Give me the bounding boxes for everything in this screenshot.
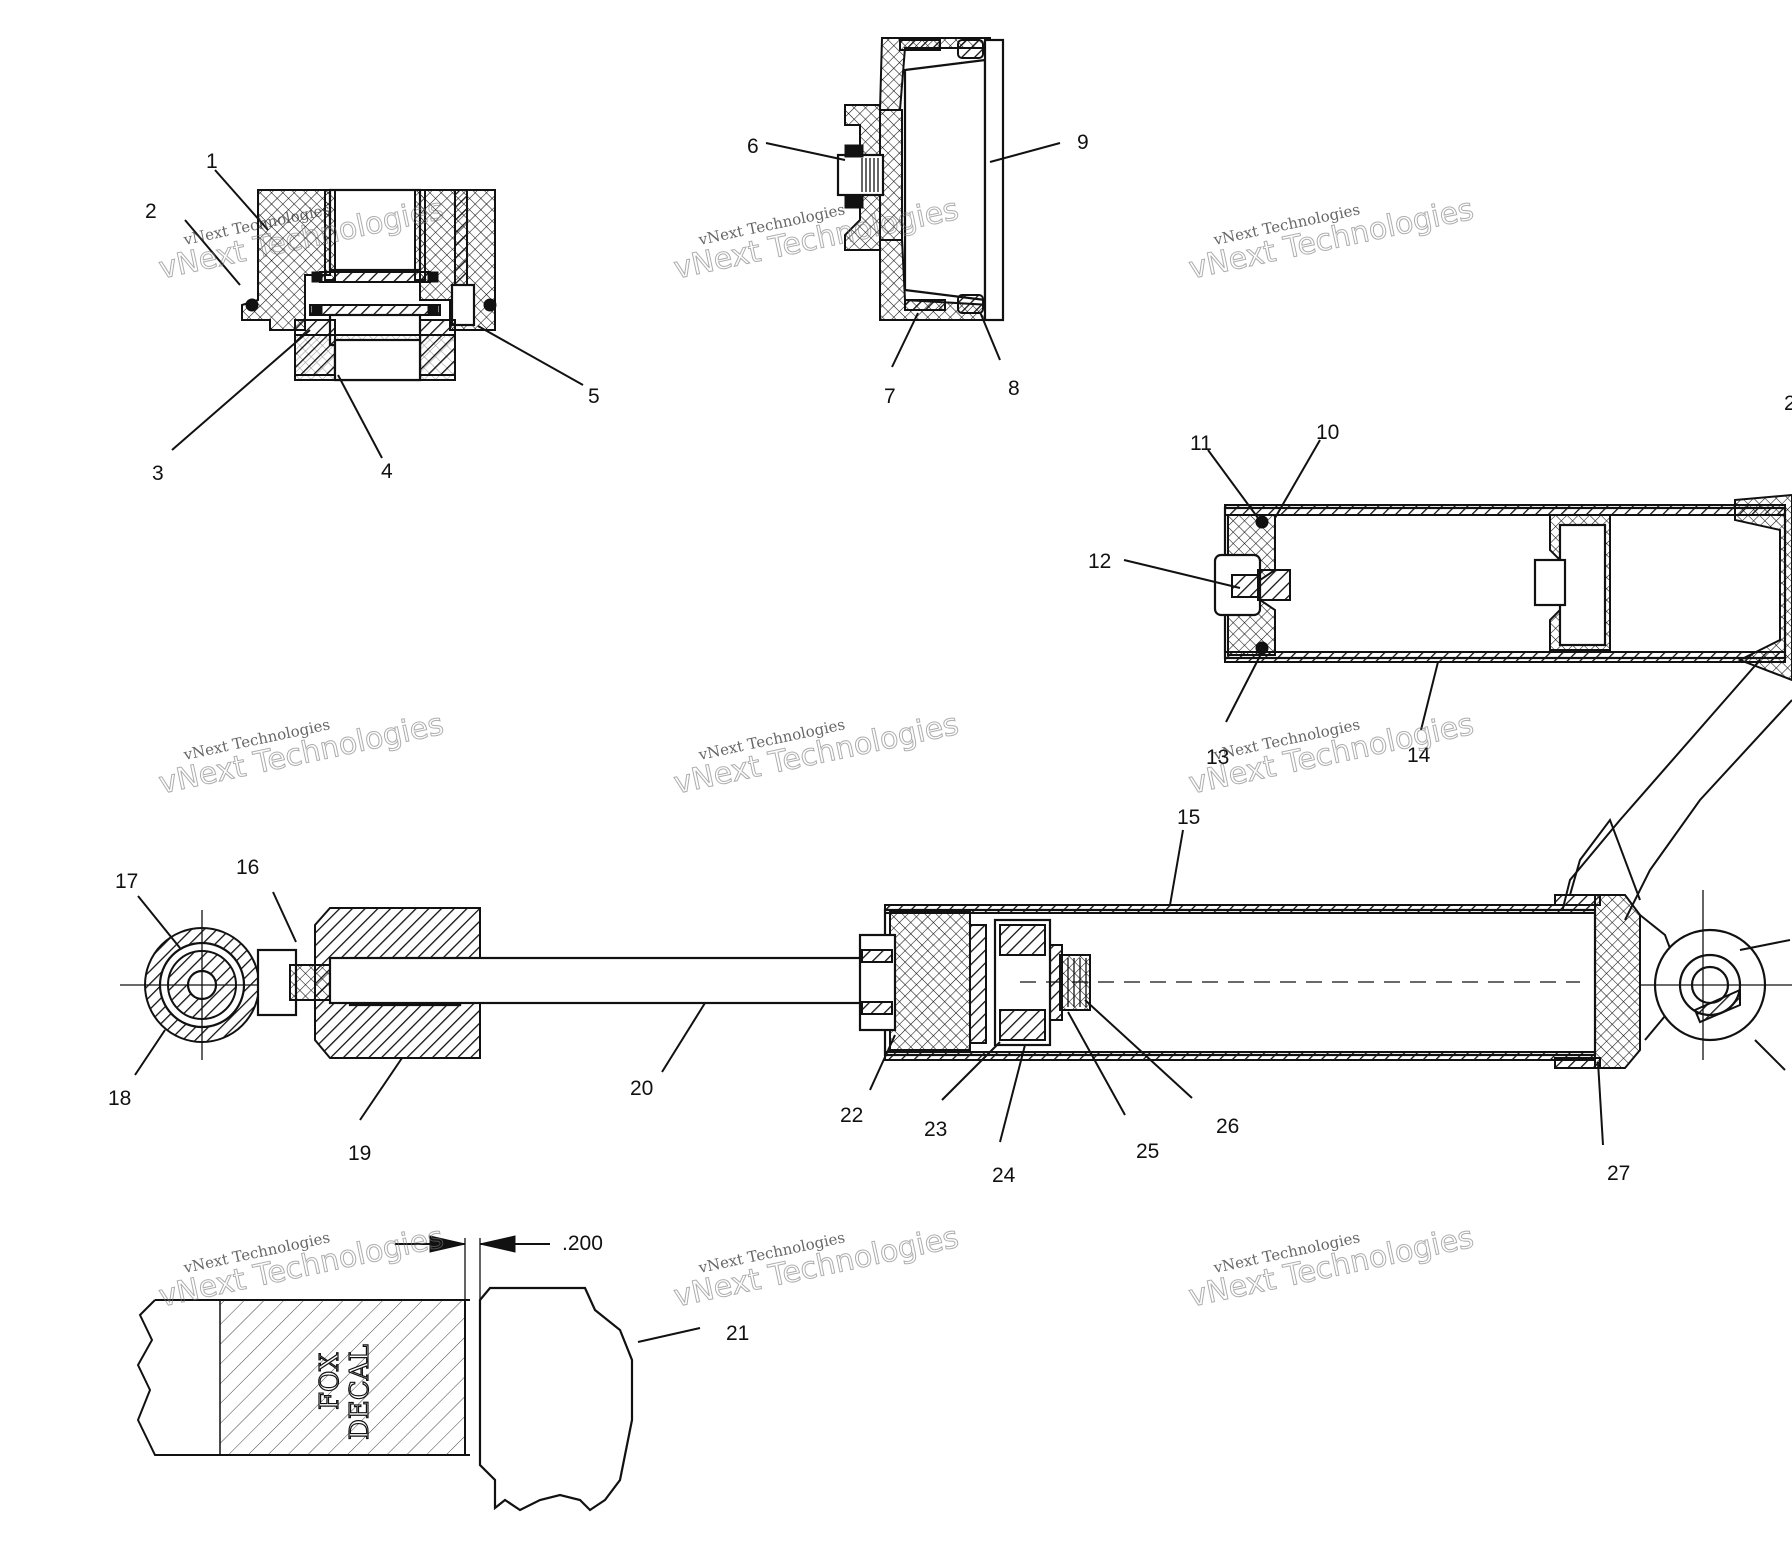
callout-16: 16 [236, 856, 259, 879]
air-sleeve-detail [1213, 493, 1792, 921]
callout-27: 27 [1607, 1162, 1630, 1185]
callout-24: 24 [992, 1164, 1016, 1187]
callout-11: 11 [1190, 432, 1212, 455]
callout-13: 13 [1206, 746, 1229, 769]
callout-9: 9 [1077, 131, 1089, 154]
decal-detail: FOX DECAL .200 [136, 1232, 634, 1512]
callout-17: 17 [115, 870, 138, 893]
callout-2-partial: 2 [1784, 392, 1792, 415]
callout-labels: 1 2 3 4 5 6 7 8 9 10 11 12 13 14 15 16 1… [108, 131, 1792, 1345]
callout-7: 7 [884, 385, 896, 408]
callout-2: 2 [145, 200, 157, 223]
decal-text-fox: FOX [315, 1352, 345, 1410]
dimension-label: .200 [562, 1232, 603, 1255]
callout-6: 6 [747, 135, 759, 158]
callout-12: 12 [1088, 550, 1111, 573]
callout-22: 22 [840, 1104, 863, 1127]
callout-25: 25 [1136, 1140, 1159, 1163]
decal-text-decal: DECAL [345, 1344, 375, 1440]
callout-3: 3 [152, 462, 164, 485]
callout-23: 23 [924, 1118, 947, 1141]
callout-8: 8 [1008, 377, 1020, 400]
callout-10: 10 [1316, 421, 1339, 444]
callout-19: 19 [348, 1142, 371, 1165]
callout-18: 18 [108, 1087, 131, 1110]
floating-piston-detail [836, 37, 1005, 322]
callout-1: 1 [206, 150, 218, 173]
callout-26: 26 [1216, 1115, 1239, 1138]
callout-14: 14 [1407, 744, 1431, 767]
callout-20: 20 [630, 1077, 653, 1100]
shock-body [120, 817, 1792, 1071]
leader-lines [134, 142, 1604, 1343]
callout-4: 4 [381, 460, 393, 483]
callout-15: 15 [1177, 806, 1200, 829]
callout-5: 5 [588, 385, 600, 408]
callout-21: 21 [726, 1322, 749, 1345]
